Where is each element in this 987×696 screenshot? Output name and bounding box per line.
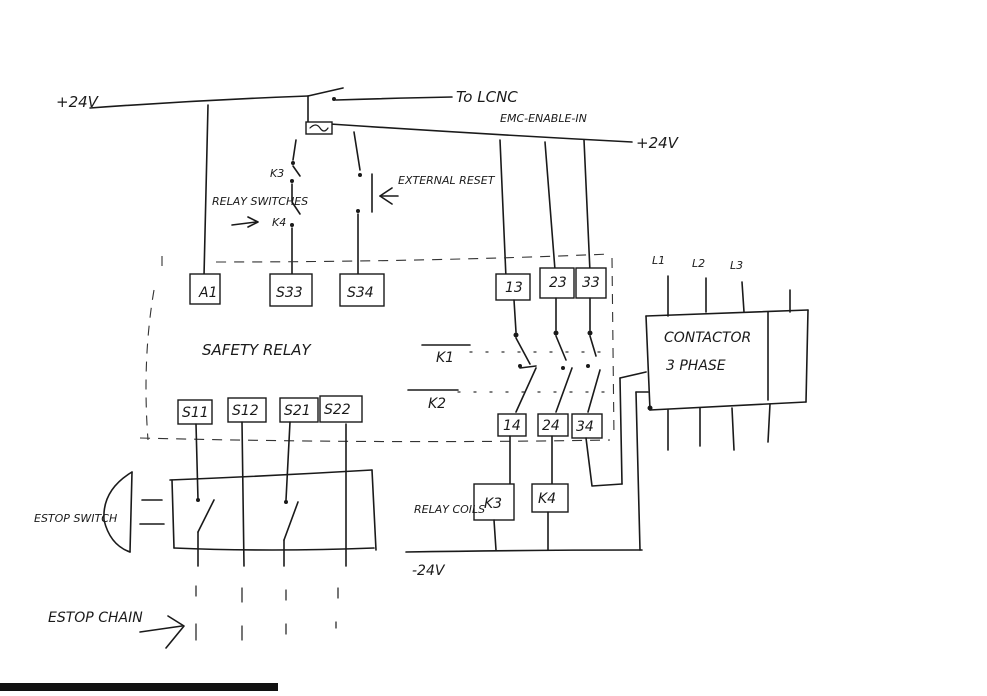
external-reset-switch [353, 131, 399, 277]
plus24v-left-label: +24V [56, 93, 100, 111]
l3-label: L3 [730, 259, 743, 272]
terminal-23-label: 23 [549, 275, 567, 291]
contactor-control-wires [585, 371, 649, 551]
plus24v-right-label: +24V [636, 134, 680, 152]
terminal-s34: S34 [339, 273, 385, 307]
terminal-33-label: 33 [582, 275, 600, 291]
k1-k2-markers [407, 344, 609, 393]
external-reset-label: EXTERNAL RESET [398, 174, 496, 187]
terminal-13: 13 [495, 273, 531, 301]
terminal-s12: S12 [227, 397, 267, 423]
terminal-s11: S11 [177, 399, 213, 425]
k3-switch-label: K3 [270, 167, 284, 180]
relay-coil-k3-label: K3 [484, 496, 502, 512]
safety-relay-outline [139, 253, 615, 443]
terminal-14: 14 [497, 413, 527, 437]
internal-contacts [513, 297, 601, 413]
terminal-s33: S33 [269, 273, 313, 307]
terminal-13-label: 13 [505, 280, 523, 296]
to-lcnc-label: To LCNC [456, 88, 518, 106]
terminal-23: 23 [539, 267, 575, 299]
terminal-a1: A1 [189, 273, 221, 305]
estop-switch-housing [103, 469, 377, 553]
terminal-s22-label: S22 [324, 402, 351, 418]
l2-label: L2 [692, 257, 705, 270]
terminal-34-label: 34 [576, 419, 594, 435]
terminal-s22: S22 [319, 395, 363, 423]
relay-coil-k4: K4 [531, 435, 569, 551]
k1-label: K1 [436, 350, 454, 366]
contactor-3-phase [645, 275, 809, 451]
relay-switch-contacts [290, 139, 301, 277]
terminal-s21-label: S21 [284, 403, 311, 419]
terminal-14-label: 14 [503, 418, 521, 434]
relay-coil-k4-label: K4 [538, 491, 556, 507]
emc-enable-label: EMC-ENABLE-IN [500, 112, 587, 125]
terminal-s34-label: S34 [347, 285, 374, 301]
minus24v-label: -24V [412, 563, 446, 579]
plus24v-rail [89, 87, 633, 277]
k2-label: K2 [428, 396, 446, 412]
relay-coils-label: RELAY COILS [414, 503, 485, 516]
relay-switches-label: RELAY SWITCHES [212, 195, 308, 208]
relay-switches-arrow [231, 221, 257, 226]
terminal-33: 33 [575, 267, 607, 299]
terminal-s33-label: S33 [276, 285, 303, 301]
k4-switch-label: K4 [272, 216, 286, 229]
terminal-34: 34 [571, 413, 603, 439]
estop-switch-wiring [195, 421, 347, 567]
estop-chain-continuation [139, 585, 339, 649]
terminal-s21: S21 [279, 397, 319, 423]
terminal-24: 24 [537, 413, 569, 437]
relay-coil-k3: K3 [473, 435, 515, 551]
output-feed-wires [499, 139, 591, 279]
safety-relay-label: SAFETY RELAY [202, 341, 312, 359]
minus24v-rail [405, 549, 643, 553]
estop-chain-label: ESTOP CHAIN [48, 610, 143, 626]
three-phase-label: 3 PHASE [666, 358, 726, 374]
terminal-s12-label: S12 [232, 403, 259, 419]
terminal-a1-label: A1 [198, 285, 217, 301]
terminal-24-label: 24 [542, 418, 560, 434]
bottom-scrollbar[interactable] [0, 683, 278, 691]
contactor-label: CONTACTOR [664, 330, 751, 346]
fuse [305, 121, 333, 135]
l1-label: L1 [652, 254, 665, 267]
estop-switch-label: ESTOP SWITCH [34, 512, 117, 525]
terminal-s11-label: S11 [182, 405, 209, 421]
